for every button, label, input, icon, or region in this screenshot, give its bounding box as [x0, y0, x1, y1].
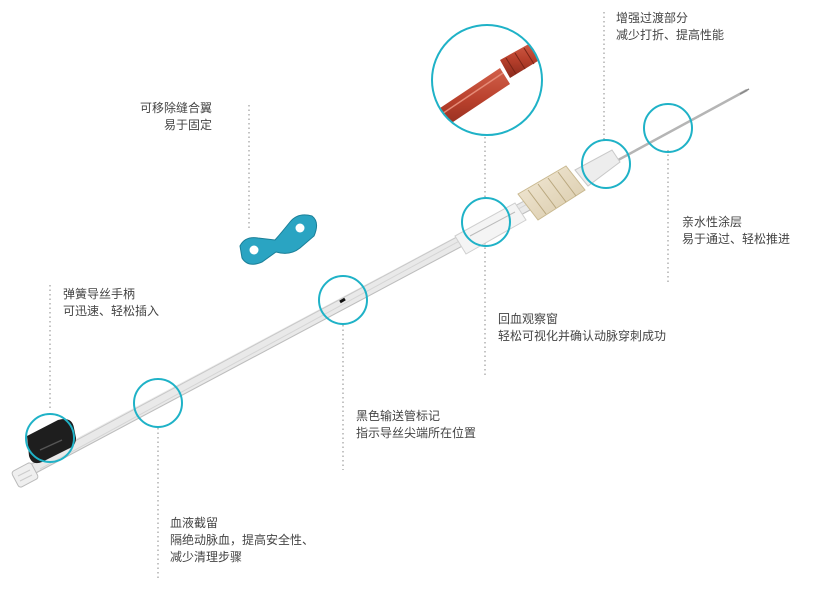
ring-hydrophilic: [643, 103, 693, 153]
label-hydrophilic: 亲水性涂层 易于通过、轻松推进: [682, 214, 790, 248]
label-marker: 黑色输送管标记 指示导丝尖端所在位置: [356, 408, 476, 442]
leader-lines: [49, 12, 669, 580]
label-handle-desc: 可迅速、轻松插入: [63, 304, 160, 318]
ring-flashback: [461, 197, 511, 247]
label-flashback-title: 回血观察窗: [498, 312, 559, 326]
suture-wing: [239, 214, 318, 265]
guidewire-handle: [27, 419, 76, 464]
label-blood-stop-desc-2: 减少清理步骤: [170, 550, 243, 564]
ring-handle: [25, 413, 75, 463]
black-marker: [339, 297, 346, 304]
label-reinforced: 增强过渡部分 减少打折、提高性能: [616, 10, 724, 44]
hub: [517, 165, 586, 221]
label-suture-wing-desc: 易于固定: [164, 118, 213, 132]
ring-reinforced: [581, 139, 631, 189]
label-marker-desc: 指示导丝尖端所在位置: [356, 426, 477, 440]
label-suture-wing-title: 可移除缝合翼: [140, 101, 213, 115]
ring-blood-stop: [133, 378, 183, 428]
label-flashback: 回血观察窗 轻松可视化并确认动脉穿刺成功: [498, 311, 666, 345]
zoom-callout: [431, 24, 543, 136]
label-blood-stop-desc: 隔绝动脉血，提高安全性、: [170, 533, 315, 547]
label-hydrophilic-title: 亲水性涂层: [682, 215, 743, 229]
label-flashback-desc: 轻松可视化并确认动脉穿刺成功: [498, 329, 667, 343]
label-handle-title: 弹簧导丝手柄: [63, 287, 136, 301]
label-blood-stop-title: 血液截留: [170, 516, 219, 530]
luer-cap: [11, 462, 39, 488]
label-reinforced-title: 增强过渡部分: [616, 11, 689, 25]
label-suture-wing: 可移除缝合翼 易于固定: [140, 100, 212, 134]
label-blood-stop: 血液截留 隔绝动脉血，提高安全性、 减少清理步骤: [170, 515, 314, 566]
label-hydrophilic-desc: 易于通过、轻松推进: [682, 232, 791, 246]
hub-ribs: [527, 171, 577, 215]
label-reinforced-desc: 减少打折、提高性能: [616, 28, 725, 42]
callout-rings: [25, 103, 693, 463]
ring-marker: [318, 275, 368, 325]
label-handle: 弹簧导丝手柄 可迅速、轻松插入: [63, 286, 159, 320]
label-marker-title: 黑色输送管标记: [356, 409, 441, 423]
needle-tip: [739, 88, 750, 95]
